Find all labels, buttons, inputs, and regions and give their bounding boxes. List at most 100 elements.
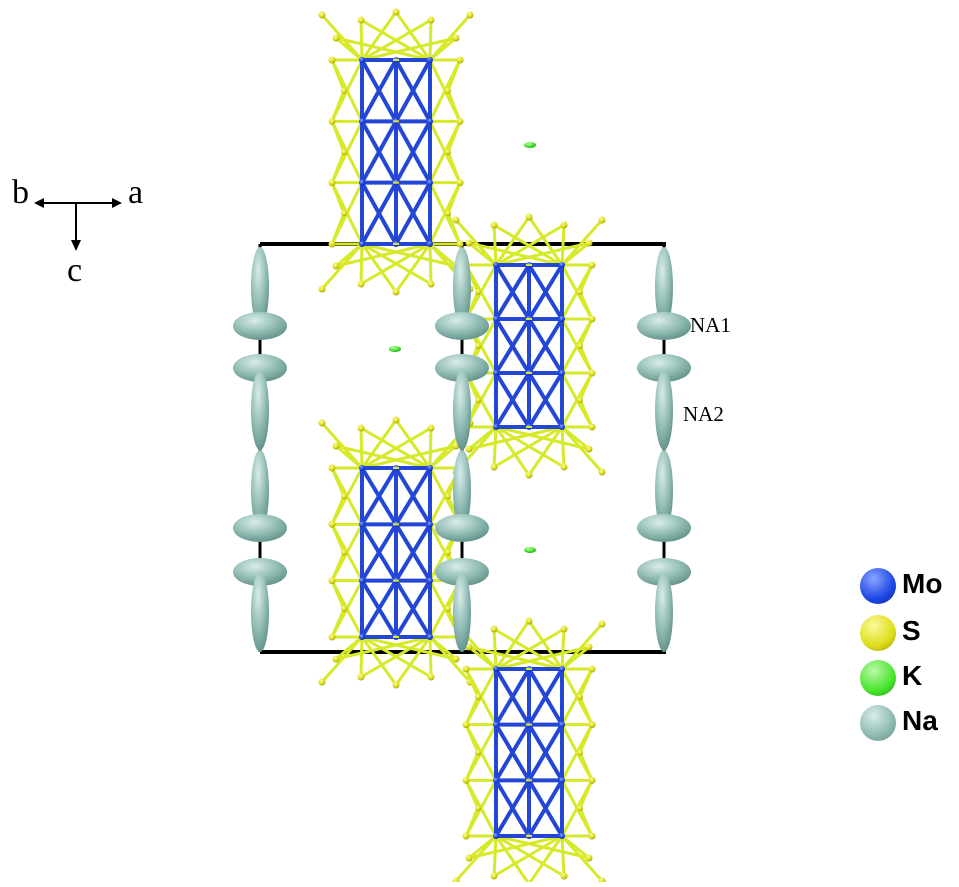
na-atom	[233, 354, 287, 382]
s-bond	[494, 425, 591, 451]
s-bond	[360, 242, 433, 286]
na-atom	[435, 514, 489, 542]
na-atom	[655, 572, 673, 652]
s-atom	[475, 289, 481, 295]
s-atom	[341, 493, 347, 500]
axis-indicator	[34, 198, 122, 251]
s-atom	[588, 776, 596, 784]
mo-atom	[359, 118, 365, 125]
s-bond	[494, 425, 531, 477]
s-bond	[560, 218, 604, 267]
s-atom	[427, 16, 435, 24]
mo-atom	[359, 465, 365, 471]
s-bond	[494, 619, 531, 671]
mo-atom	[493, 424, 499, 430]
s-atom	[328, 577, 336, 585]
s-atom	[525, 617, 533, 625]
s-bond	[494, 223, 566, 267]
mo-bond	[527, 722, 564, 783]
s-atom	[328, 179, 336, 187]
s-atom	[445, 210, 451, 217]
axis-label-a: a	[128, 174, 144, 211]
s-atom	[392, 8, 400, 16]
k-atom	[524, 142, 536, 148]
na-atom	[435, 312, 489, 340]
s-atom	[475, 343, 481, 349]
na-atom	[453, 370, 471, 450]
mo-atom	[559, 262, 565, 268]
s-bond	[360, 635, 458, 661]
s-atom	[462, 776, 470, 784]
mo-atom	[427, 179, 433, 186]
s-atom	[588, 665, 596, 673]
mo-bond	[494, 371, 531, 429]
s-atom	[490, 463, 498, 471]
mo-bond	[394, 180, 432, 246]
s-atom	[588, 315, 596, 323]
s-bond	[320, 13, 364, 62]
s-atom	[475, 693, 481, 700]
s-atom	[490, 625, 498, 633]
s-atom	[577, 397, 583, 403]
s-atom	[456, 240, 464, 248]
s-bond	[494, 425, 566, 469]
s-atom	[462, 721, 470, 729]
s-atom	[465, 854, 473, 862]
s-bond	[360, 426, 433, 470]
na-atom	[233, 514, 287, 542]
s-bond	[428, 635, 433, 679]
mo-atom-icon	[860, 568, 896, 604]
mo-bond	[494, 722, 531, 783]
mo-atom	[427, 465, 433, 471]
s-atom	[475, 805, 481, 812]
na-atom	[655, 247, 673, 327]
s-atom	[585, 445, 593, 453]
mo-atom	[559, 370, 565, 376]
mo-atom	[427, 577, 433, 584]
s-atom	[341, 210, 347, 217]
s-atom	[456, 56, 464, 64]
s-atom	[357, 280, 365, 288]
mo-bond	[527, 667, 564, 727]
s-atom	[452, 655, 460, 663]
mo-bond	[360, 119, 398, 185]
mo-atom	[559, 833, 565, 839]
s-bond	[428, 242, 433, 286]
s-atom	[328, 464, 336, 472]
s-atom	[332, 34, 340, 42]
mo-atom	[559, 316, 565, 322]
legend-item-s: S	[860, 613, 959, 653]
mo-atom	[427, 521, 433, 528]
s-bond	[560, 425, 566, 469]
s-bond	[527, 834, 564, 886]
s-atom	[588, 369, 596, 377]
s-atom	[452, 216, 460, 224]
s-atom	[341, 549, 347, 556]
mo-bond	[394, 119, 432, 185]
s-atom	[465, 445, 473, 453]
mo-bond	[360, 578, 398, 639]
s-bond	[428, 426, 433, 470]
mo-atom	[427, 241, 433, 247]
mo-atom	[359, 179, 365, 186]
na-atom	[251, 450, 269, 530]
mo-atom	[359, 521, 365, 528]
s-atom	[475, 749, 481, 756]
s-atom	[588, 423, 596, 431]
s-bond	[359, 242, 364, 286]
axis-arrowhead-b	[34, 198, 44, 208]
mo-bond	[494, 778, 531, 838]
axis-label-b: b	[12, 174, 29, 211]
s-bond	[494, 627, 566, 671]
mo-atom	[559, 666, 565, 672]
s-atom	[577, 749, 583, 756]
mo-atom	[493, 262, 499, 268]
axis-arrowhead-a	[112, 198, 122, 208]
site-label-na1: NA1	[690, 313, 731, 337]
s-bond	[360, 18, 433, 62]
s-bond	[560, 834, 566, 878]
s-bond	[494, 215, 531, 267]
mo-bond	[360, 522, 398, 583]
s-bond	[560, 425, 604, 474]
s-atom	[318, 419, 326, 427]
